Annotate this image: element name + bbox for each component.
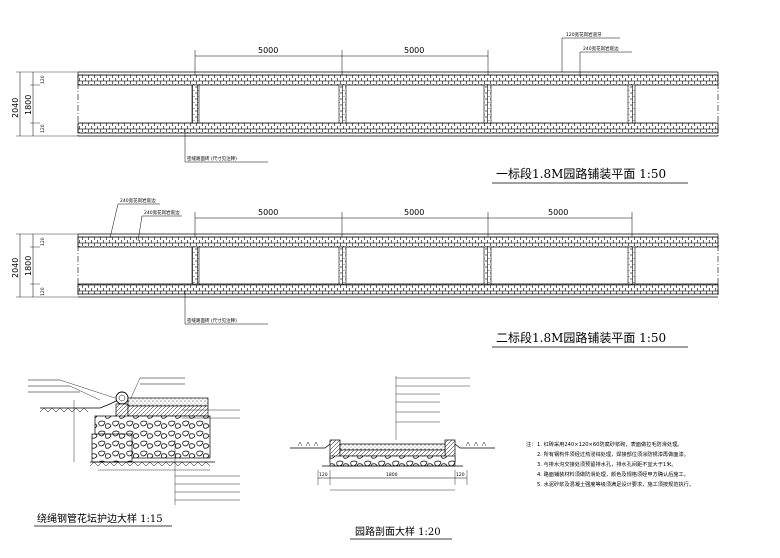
plan2-span-b: 5000 bbox=[404, 208, 424, 217]
plan2-top-band bbox=[77, 236, 719, 248]
plan2-cross-band bbox=[338, 246, 347, 285]
path-paving bbox=[339, 443, 446, 451]
note-line: 3. 与排水沟交接处须预留排水孔，排水孔间距不宜大于1米。 bbox=[537, 460, 677, 468]
plan2-title: 二标段1.8M园路铺装平面 1:50 bbox=[496, 330, 666, 345]
notes-label: 注： bbox=[526, 440, 536, 448]
note-line: 4. 路面铺装材料须做防滑处理，颜色及规格须经甲方确认后施工。 bbox=[537, 470, 689, 478]
plan1-dim-overall: 2040 bbox=[11, 98, 20, 118]
detail2-dim-left: 120 bbox=[319, 472, 328, 478]
plan1-callout-top2: 240宽花岗岩嵌边 bbox=[583, 45, 619, 52]
plan2-callout-top2: 240宽花岗岩嵌边 bbox=[144, 209, 180, 216]
plan2-cross-band bbox=[191, 246, 200, 285]
plan-2: 5000 5000 5000 2040 1800 120 120 240宽花岗岩… bbox=[11, 197, 719, 348]
plan1-dim-inner: 1800 bbox=[24, 95, 33, 115]
plan1-title: 一标段1.8M园路铺装平面 1:50 bbox=[496, 166, 666, 181]
plan2-callout-bottom: 密缝路面砖 (尺寸见注释) bbox=[187, 317, 237, 324]
detail-2: 1800 120 120 园路剖面大样 1:20 bbox=[290, 376, 495, 540]
plan2-callout-top1: 240宽花岗岩嵌边 bbox=[120, 197, 156, 204]
detail2-dim-bottom: 1800 bbox=[386, 472, 398, 478]
detail2-dim-right: 120 bbox=[456, 472, 465, 478]
plan1-dim-edge-top: 120 bbox=[40, 75, 46, 84]
plan2-span-c: 5000 bbox=[548, 208, 568, 217]
plan1-span-a: 5000 bbox=[258, 46, 278, 55]
plan1-callout-top1: 120宽花岗岩道牙 bbox=[566, 31, 602, 38]
detail2-title: 园路剖面大样 1:20 bbox=[355, 525, 441, 538]
detail1-title: 绕绳钢管花坛护边大样 1:15 bbox=[37, 512, 163, 525]
plan1-callout-bottom: 密缝路面砖 (尺寸见注释) bbox=[187, 155, 237, 162]
plan2-span-a: 5000 bbox=[258, 208, 278, 217]
plan1-bottom-band bbox=[77, 122, 719, 134]
plan1-top-band bbox=[77, 74, 719, 86]
plan2-cross-band bbox=[627, 246, 636, 285]
plan2-dim-edge-bottom: 120 bbox=[40, 287, 46, 296]
notes-block: 注： 1. 红砖采用240×120×60防腐砂浆砌，表面做拉毛防滑处理。 2. … bbox=[526, 440, 694, 488]
plan1-cross-band bbox=[338, 84, 347, 124]
plan2-dim-edge-top: 120 bbox=[40, 237, 46, 246]
steel-pipe bbox=[115, 391, 129, 405]
plan1-cross-band bbox=[483, 84, 492, 124]
note-line: 2. 所有钢构件须经过热浸锌处理，焊接部位须涂防锈漆再做面漆。 bbox=[537, 450, 689, 458]
plan1-span-b: 5000 bbox=[404, 46, 424, 55]
note-line: 1. 红砖采用240×120×60防腐砂浆砌，表面做拉毛防滑处理。 bbox=[537, 440, 682, 448]
plan2-dim-inner: 1800 bbox=[24, 256, 33, 276]
plan1-cross-band bbox=[191, 84, 200, 124]
plan1-dim-edge-bottom: 120 bbox=[40, 124, 46, 133]
note-line: 5. 水泥砂浆及混凝土强度等级须满足设计要求，施工须按规范执行。 bbox=[537, 480, 694, 488]
plan2-bottom-band bbox=[77, 283, 719, 295]
plan-1: 5000 5000 2040 1800 120 120 120宽花岗岩道牙 24… bbox=[11, 31, 719, 184]
plan2-cross-band bbox=[483, 246, 492, 285]
detail-1: 绕绳钢管花坛护边大样 1:15 bbox=[28, 377, 240, 527]
plan2-dim-overall: 2040 bbox=[11, 258, 20, 278]
plan1-cross-band bbox=[627, 84, 636, 124]
